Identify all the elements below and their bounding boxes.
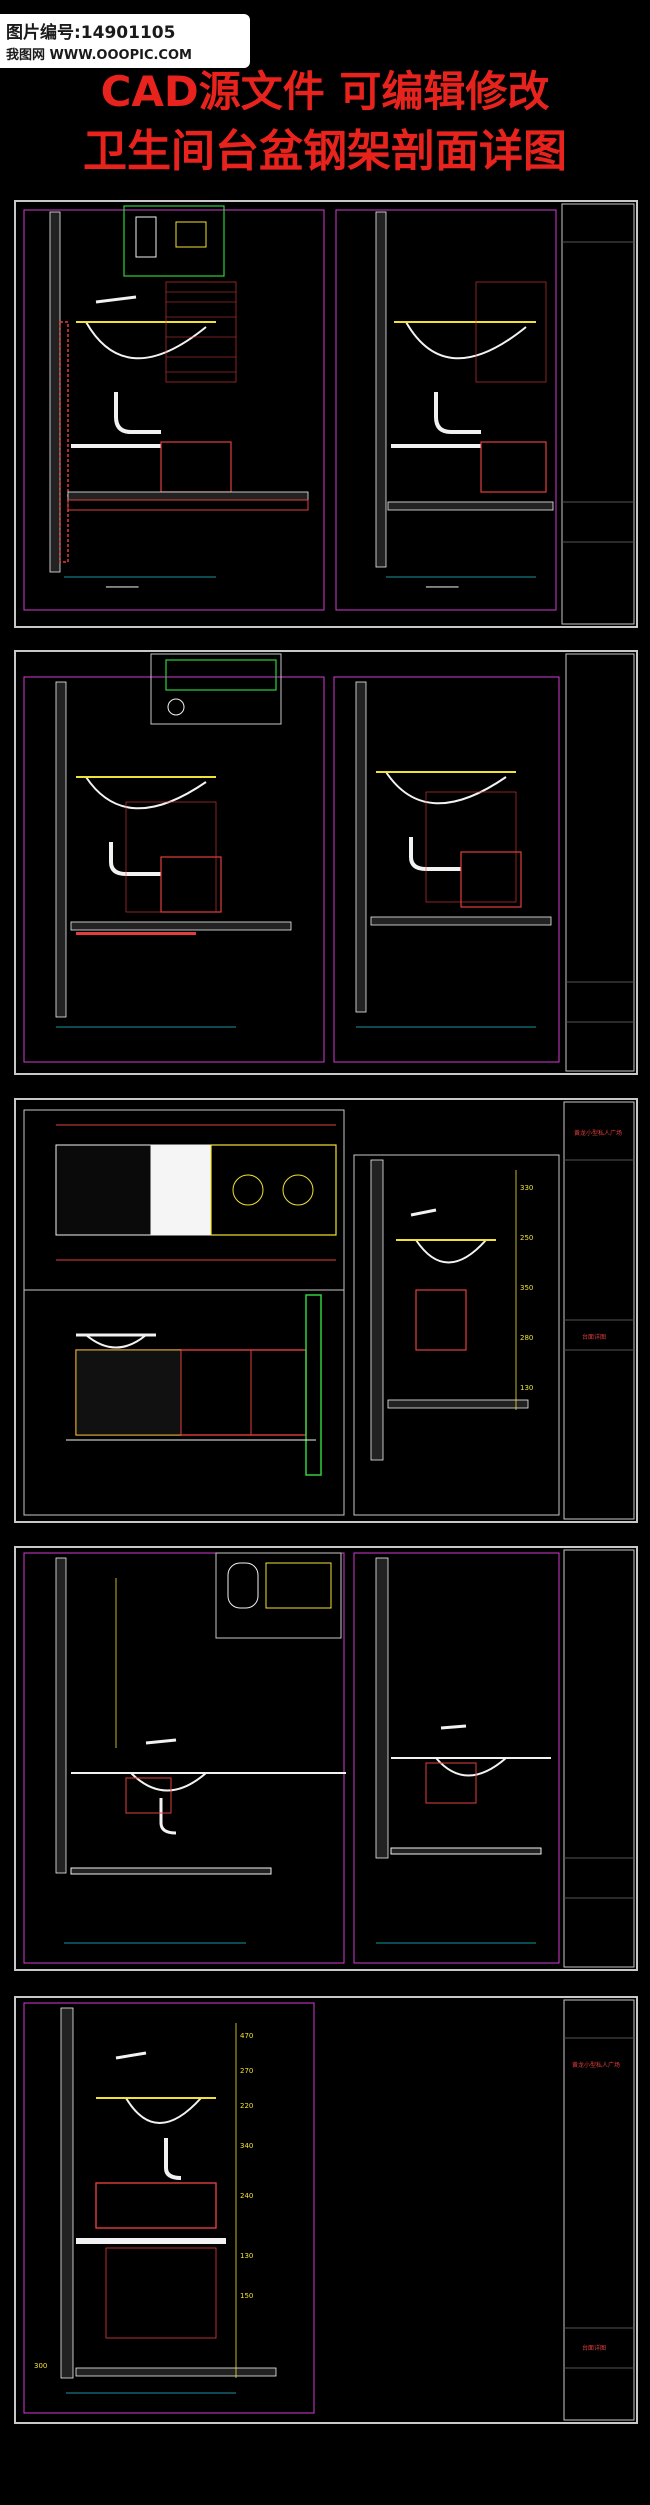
dim-220: 220 bbox=[240, 2102, 253, 2110]
dim-240: 240 bbox=[240, 2192, 253, 2200]
dim-250: 250 bbox=[520, 1234, 533, 1242]
dim-330: 330 bbox=[520, 1184, 533, 1192]
sheet-1-caption-right: ━━━━━━━━━ bbox=[426, 584, 459, 591]
title-line-2: 卫生间台盆钢架剖面详图 bbox=[83, 126, 567, 177]
drawing-sheet-2 bbox=[14, 650, 638, 1075]
sheet-2-drawing bbox=[23, 653, 635, 1072]
sheet-3-note: 台面详图 bbox=[582, 1334, 607, 1341]
sheet-1-drawing bbox=[23, 203, 635, 625]
drawing-sheet-4 bbox=[14, 1546, 638, 1971]
image-id-label: 图片编号:14901105 bbox=[6, 23, 176, 43]
sheet-3-drawing: 330 250 350 280 130 bbox=[23, 1101, 635, 1520]
sheet-4-drawing bbox=[23, 1549, 635, 1968]
page-header: 图片编号:14901105 我图网 WWW.OOOPIC.COM CAD源文件 … bbox=[0, 0, 650, 177]
sheet-5-drawing: 470 270 220 340 240 130 150 300 bbox=[23, 1999, 635, 2421]
image-id-badge: 图片编号:14901105 我图网 WWW.OOOPIC.COM bbox=[0, 14, 250, 68]
title-line-1: CAD源文件 可编辑修改 bbox=[100, 67, 550, 116]
dim-280: 280 bbox=[520, 1334, 533, 1342]
dim-340: 340 bbox=[240, 2142, 253, 2150]
dim-470: 470 bbox=[240, 2032, 253, 2040]
drawing-sheet-1: ━━━━━━━━━ ━━━━━━━━━ bbox=[14, 200, 638, 628]
dim-130: 130 bbox=[240, 2252, 253, 2260]
sheet-3-project: 黄龙小型私人广场 bbox=[574, 1130, 623, 1137]
sheet-1-caption-left: ━━━━━━━━━ bbox=[106, 584, 139, 591]
drawing-sheet-5: 470 270 220 340 240 130 150 300 黄龙小型私人广场… bbox=[14, 1996, 638, 2424]
dim-150: 150 bbox=[240, 2292, 253, 2300]
dim-130: 130 bbox=[520, 1384, 533, 1392]
drawing-sheet-3: 330 250 350 280 130 黄龙小型私人广场 台面详图 bbox=[14, 1098, 638, 1523]
dim-270: 270 bbox=[240, 2067, 253, 2075]
dim-300: 300 bbox=[34, 2362, 47, 2370]
sheet-5-note: 台面详图 bbox=[582, 2345, 607, 2352]
dim-350: 350 bbox=[520, 1284, 533, 1292]
sheet-5-project: 黄龙小型私人广场 bbox=[572, 2062, 621, 2069]
site-label: 我图网 WWW.OOOPIC.COM bbox=[6, 48, 192, 63]
